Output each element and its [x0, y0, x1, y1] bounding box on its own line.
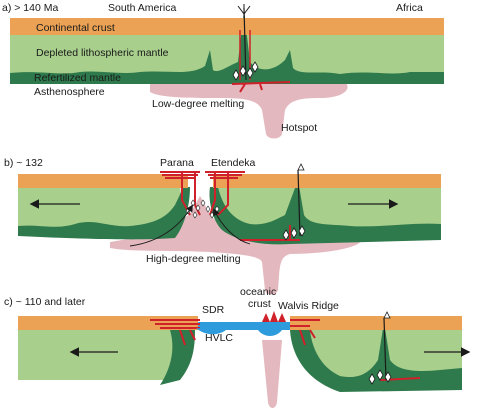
- hotspot-label: Hotspot: [281, 122, 317, 134]
- xenolith-diamonds-b: [282, 225, 306, 241]
- parana-label: Parana: [160, 157, 194, 169]
- xenolith-diamonds-a: [232, 61, 259, 81]
- plume-tail-c: [262, 340, 282, 408]
- depleted-mantle-label: Depleted lithospheric mantle: [36, 47, 169, 59]
- low-degree-melting-label: Low-degree melting: [152, 98, 244, 110]
- hvlc-label: HVLC: [205, 332, 233, 344]
- sdr-label: SDR: [202, 304, 225, 316]
- oceanic-crust-label-2: crust: [248, 298, 271, 310]
- mantle-left-dark-b: [18, 187, 190, 240]
- crust-right-b: [213, 174, 441, 188]
- panel-c: c) ~ 110 and later oceanic crust SDR Wal…: [4, 286, 471, 408]
- dyke-c: [383, 317, 387, 381]
- crust-left-b: [18, 174, 188, 188]
- asthenosphere-b: [110, 196, 362, 295]
- mantle-left-b: [18, 187, 182, 236]
- refertilized-mantle-label: Refertilized mantle: [34, 72, 121, 84]
- continental-crust-label: Continental crust: [36, 22, 115, 34]
- panel-b-label: b) ~ 132: [4, 157, 43, 169]
- high-degree-melting-label: High-degree melting: [146, 253, 241, 265]
- crust-right-c: [290, 316, 462, 330]
- oceanic-crust-c: [198, 322, 290, 330]
- flow-arrow-right-b: [213, 208, 251, 245]
- panel-a-label: a) > 140 Ma: [2, 2, 58, 14]
- walvis-ridge-label: Walvis Ridge: [278, 300, 339, 312]
- hotspot-plume-a: [150, 80, 348, 139]
- dyke-a: [243, 7, 247, 81]
- oceanic-crust-label-1: oceanic: [240, 286, 276, 298]
- mantle-right-dark-b: [209, 180, 441, 245]
- mantle-left-dark-c: [160, 330, 195, 385]
- continental-crust-a: [10, 18, 444, 35]
- mantle-right-dark-c: [290, 322, 462, 392]
- walvis-ridge-c: [262, 311, 286, 322]
- melt-sill-a: [231, 81, 291, 93]
- refertilized-mantle-a: [10, 10, 444, 84]
- etendeka-label: Etendeka: [211, 157, 256, 169]
- panel-c-label: c) ~ 110 and later: [4, 296, 86, 308]
- panel-b: b) ~ 132 Parana Etendeka High-degree mel…: [4, 157, 441, 295]
- south-america-label: South America: [108, 2, 176, 14]
- flow-arrow-left-b: [129, 204, 193, 247]
- mantle-left-c: [18, 330, 177, 380]
- sdr-melts-c: [150, 319, 421, 381]
- asthenosphere-label: Asthenosphere: [34, 86, 105, 98]
- hvlc-c: [196, 328, 226, 335]
- xenolith-diamonds-c: [368, 369, 392, 385]
- panel-a: a) > 140 Ma South America Africa Contine…: [2, 2, 444, 139]
- africa-label: Africa: [396, 2, 423, 14]
- dyke-b: [297, 169, 301, 237]
